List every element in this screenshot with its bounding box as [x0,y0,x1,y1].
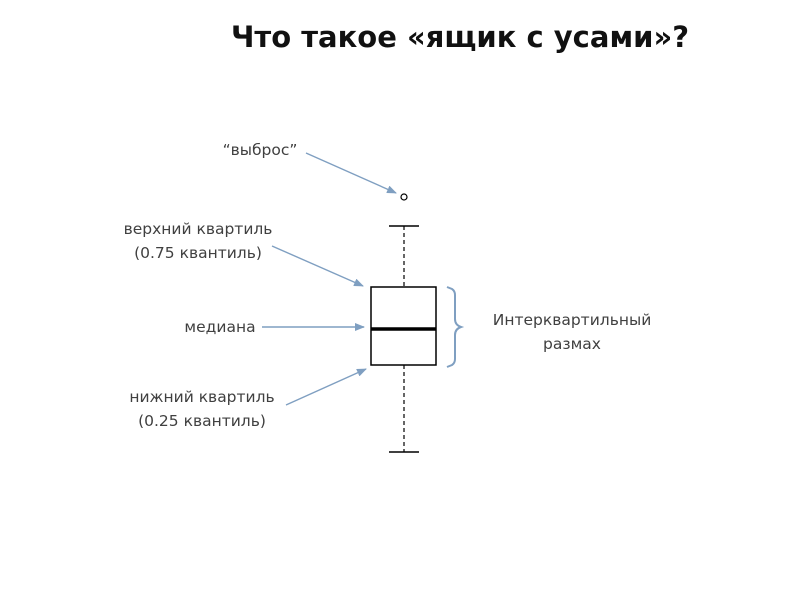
upper-quartile-label-line2: (0.75 квантиль) [134,244,262,262]
iqr-label-line1: Интерквартильный [492,311,652,329]
iqr-bracket [446,286,465,368]
outlier-point [400,193,408,201]
outlier-label: “выброс” [222,141,298,159]
iqr-label-line2: размах [543,335,601,353]
lower-quartile-label-line2: (0.25 квантиль) [138,412,266,430]
median-label: медиана [184,318,256,336]
outlier-arrow [305,152,397,194]
lower-quartile-arrow [285,368,367,406]
lower-quartile-label-line1: нижний квартиль [129,388,275,406]
page-title: Что такое «ящик с усами»? [230,20,690,54]
upper-quartile-arrow [271,245,364,287]
interquartile-box [370,286,437,366]
upper-quartile-label-line1: верхний квартиль [123,220,273,238]
